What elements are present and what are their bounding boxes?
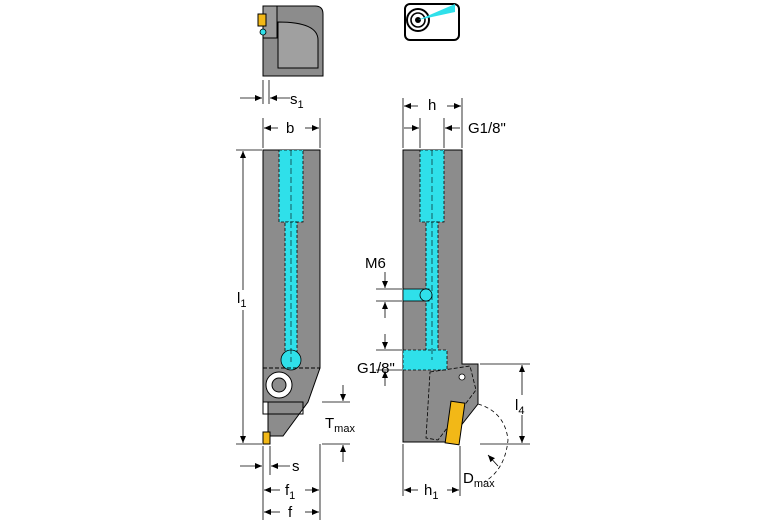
f1-label: f1	[285, 482, 295, 502]
right-view	[376, 98, 530, 496]
h-label: h	[428, 97, 436, 114]
insert-top	[257, 13, 267, 27]
s-label: s	[292, 458, 300, 475]
insert-front	[444, 400, 466, 446]
top-view	[240, 5, 324, 104]
l1-label: l1	[237, 290, 246, 310]
s1-label: s1	[290, 91, 304, 111]
g18-top-label: G1/8"	[468, 120, 506, 137]
tmax-label: Tmax	[325, 415, 355, 435]
g18-side-label: G1/8"	[357, 360, 395, 377]
dmax-label: Dmax	[463, 470, 495, 490]
b-label: b	[286, 120, 294, 137]
l4-label: l4	[515, 397, 524, 417]
insert-side	[262, 431, 271, 445]
m6-label: M6	[365, 255, 386, 272]
f-label: f	[288, 504, 293, 521]
internal-coolant-icon	[404, 3, 460, 41]
left-view	[236, 118, 350, 520]
h1-label: h1	[424, 482, 438, 502]
